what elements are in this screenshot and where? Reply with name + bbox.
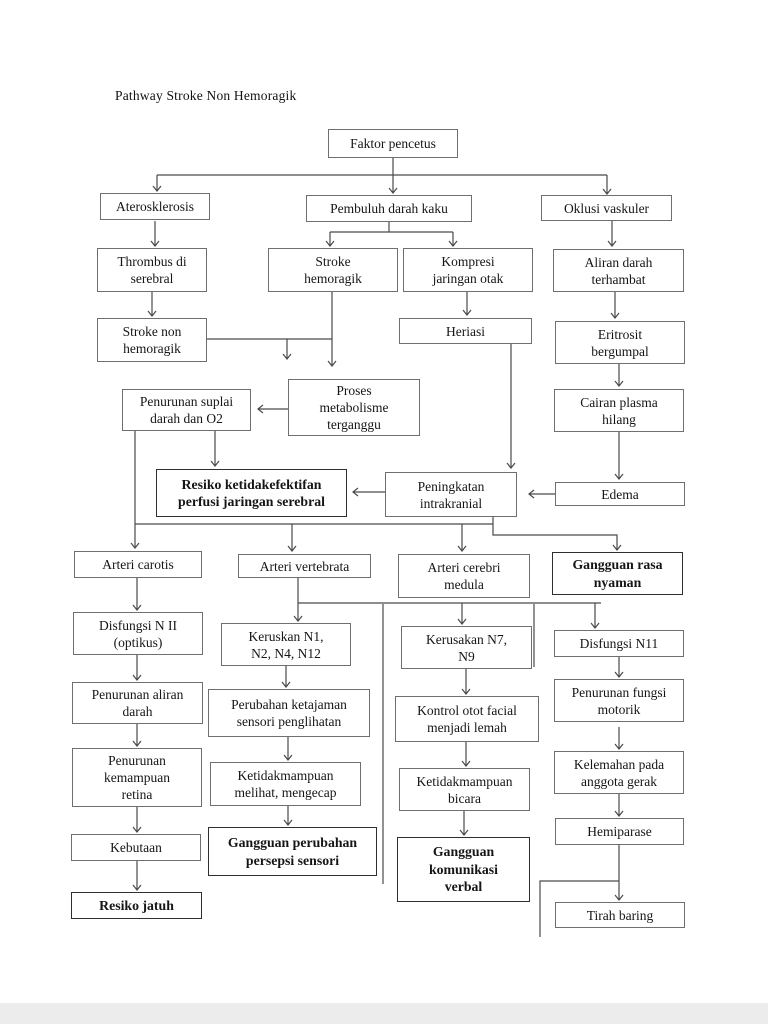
node-heriasi: Heriasi [399,318,532,344]
node-tirah-baring: Tirah baring [555,902,685,928]
node-label: Resiko jatuh [99,897,174,913]
node-label: Cairan plasma hilang [580,394,658,427]
node-penurunan-suplai: Penurunan suplai darah dan O2 [122,389,251,431]
page-bottom-gutter [0,1003,768,1024]
node-label: Pembuluh darah kaku [330,201,448,216]
node-kebutaan: Kebutaan [71,834,201,861]
node-kelemahan-anggota-gerak: Kelemahan pada anggota gerak [554,751,684,794]
node-label: Gangguan rasa nyaman [572,557,663,590]
node-ketidakmampuan-melihat: Ketidakmampuan melihat, mengecap [210,762,361,806]
node-label: Arteri cerebri medula [427,560,501,592]
node-eritrosit-bergumpal: Eritrosit bergumpal [555,321,685,364]
node-resiko-jatuh: Resiko jatuh [71,892,202,919]
node-label: Resiko ketidakefektifan perfusi jaringan… [178,476,325,509]
node-hemiparase: Hemiparase [555,818,684,845]
node-gangguan-rasa-nyaman: Gangguan rasa nyaman [552,552,683,595]
node-penurunan-fungsi-motorik: Penurunan fungsi motorik [554,679,684,722]
node-label: Kelemahan pada anggota gerak [573,756,665,789]
node-gangguan-komunikasi-verbal: Gangguan komunikasi verbal [397,837,530,902]
node-label: Penurunan suplai darah dan O2 [139,394,234,426]
node-thrombus-di-serebral: Thrombus di serebral [97,248,207,292]
node-arteri-cerebri-medula: Arteri cerebri medula [398,554,530,598]
node-edema: Edema [555,482,685,506]
flow-arrow [492,517,622,551]
node-label: Disfungsi N II (optikus) [99,617,177,650]
node-ketidakmampuan-bicara: Ketidakmampuan bicara [399,768,530,811]
node-label: Oklusi vaskuler [563,200,650,216]
node-label: Kontrol otot facial menjadi lemah [417,703,517,735]
node-label: Arteri vertebrata [259,558,350,574]
node-perubahan-ketajaman: Perubahan ketajaman sensori penglihatan [208,689,370,737]
node-penurunan-aliran-darah: Penurunan aliran darah [72,682,203,724]
node-label: Gangguan perubahan persepsi sensori [227,835,358,868]
node-label: Keruskan N1, N2, N4, N12 [248,628,324,661]
node-label: Proses metabolisme terganggu [319,383,389,432]
node-aliran-darah-terhambat: Aliran darah terhambat [553,249,684,292]
node-label: Hemiparase [587,824,652,839]
node-arteri-vertebrata: Arteri vertebrata [238,554,371,578]
node-proses-metabolisme: Proses metabolisme terganggu [288,379,420,436]
node-label: Gangguan komunikasi verbal [428,844,499,895]
node-kerusakan-n7: Kerusakan N7, N9 [401,626,532,669]
node-label: Stroke hemoragik [304,254,362,286]
node-label: Aliran darah terhambat [584,254,653,287]
node-label: Ketidakmampuan bicara [416,773,513,806]
node-resiko-ketidakefektifan: Resiko ketidakefektifan perfusi jaringan… [156,469,347,517]
node-label: Penurunan fungsi motorik [571,684,667,717]
node-arteri-carotis: Arteri carotis [74,551,202,578]
node-keruskan-n1: Keruskan N1, N2, N4, N12 [221,623,351,666]
node-cairan-plasma-hilang: Cairan plasma hilang [554,389,684,432]
node-disfungsi-n11: Disfungsi N11 [554,630,684,657]
node-kontrol-otot-facial: Kontrol otot facial menjadi lemah [395,696,539,742]
node-label: Penurunan aliran darah [91,687,184,719]
node-penurunan-kemampuan-retina: Penurunan kemampuan retina [72,748,202,807]
node-peningkatan-intrakranial: Peningkatan intrakranial [385,472,517,517]
node-label: Thrombus di serebral [117,254,187,286]
node-aterosklerosis: Aterosklerosis [100,193,210,220]
node-gangguan-perubahan-persepsi: Gangguan perubahan persepsi sensori [208,827,377,876]
node-label: Ketidakmampuan melihat, mengecap [234,768,337,800]
node-kompresi-jaringan-otak: Kompresi jaringan otak [403,248,533,292]
node-label: Arteri carotis [102,557,174,572]
node-label: Kebutaan [110,840,162,855]
node-label: Kerusakan N7, N9 [426,631,507,664]
node-label: Aterosklerosis [116,199,194,214]
node-label: Eritrosit bergumpal [591,326,649,359]
node-label: Peningkatan intrakranial [417,478,485,511]
page-title: Pathway Stroke Non Hemoragik [115,88,297,103]
node-pembuluh-darah-kaku: Pembuluh darah kaku [306,195,472,222]
node-oklusi-vaskuler: Oklusi vaskuler [541,195,672,221]
node-label: Tirah baring [586,907,654,923]
node-label: Faktor pencetus [350,136,436,151]
node-label: Edema [601,486,639,502]
node-stroke-hemoragik: Stroke hemoragik [268,248,398,292]
node-label: Perubahan ketajaman sensori penglihatan [231,697,347,729]
node-label: Stroke non hemoragik [122,324,182,356]
node-label: Kompresi jaringan otak [432,254,504,286]
node-label: Heriasi [446,323,485,339]
node-stroke-non-hemoragik: Stroke non hemoragik [97,318,207,362]
node-disfungsi-n2: Disfungsi N II (optikus) [73,612,203,655]
node-faktor-pencetus: Faktor pencetus [328,129,458,158]
node-label: Disfungsi N11 [579,636,659,651]
node-label: Penurunan kemampuan retina [104,753,170,802]
